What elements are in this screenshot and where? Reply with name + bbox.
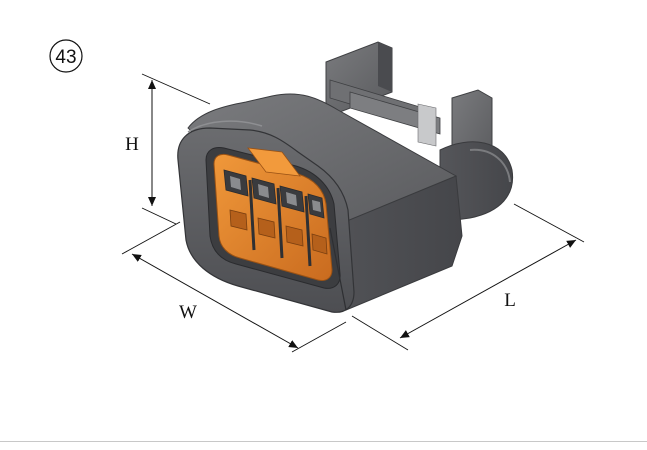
terminal-contact xyxy=(312,200,321,212)
width-extension-left xyxy=(121,221,181,255)
edge-highlight xyxy=(187,120,263,133)
latch-highlight xyxy=(417,103,437,147)
terminal-cavity xyxy=(257,217,276,239)
badge-circle xyxy=(49,39,83,73)
terminal-contact xyxy=(286,192,297,206)
terminal-cavity xyxy=(311,233,328,255)
terminal-contact xyxy=(258,184,269,198)
width-label: W xyxy=(179,302,197,323)
length-dimension: L xyxy=(351,203,585,351)
height-extension-bottom xyxy=(141,207,177,225)
part-number-text: 43 xyxy=(55,47,76,68)
width-extension-right xyxy=(291,321,347,353)
connector-housing xyxy=(177,41,514,313)
cavity-divider xyxy=(248,179,256,251)
length-extension-rear xyxy=(513,203,585,243)
cavity-divider xyxy=(304,195,312,267)
height-label: H xyxy=(125,134,139,155)
rear-boss-highlight xyxy=(469,148,511,183)
length-label: L xyxy=(504,290,516,311)
terminal-cavity xyxy=(229,209,248,231)
terminal-cavity xyxy=(285,225,304,247)
cavity-divider xyxy=(276,187,284,259)
lower-cavity-row xyxy=(229,209,328,255)
part-number-badge: 43 xyxy=(49,39,83,73)
upper-cavity-row xyxy=(223,169,325,219)
insert-top-tab xyxy=(247,147,301,177)
terminal-contact xyxy=(230,176,241,190)
height-dimension: H xyxy=(125,73,211,225)
width-dimension-line xyxy=(131,253,299,349)
bottom-divider xyxy=(0,441,647,442)
width-dimension: W xyxy=(121,221,347,353)
latch-rib-2 xyxy=(349,91,441,135)
height-extension-top xyxy=(141,73,211,105)
length-dimension-line xyxy=(399,239,577,339)
rear-latch-left-side xyxy=(378,42,392,92)
length-extension-front xyxy=(351,315,409,351)
edge-line xyxy=(329,227,347,311)
